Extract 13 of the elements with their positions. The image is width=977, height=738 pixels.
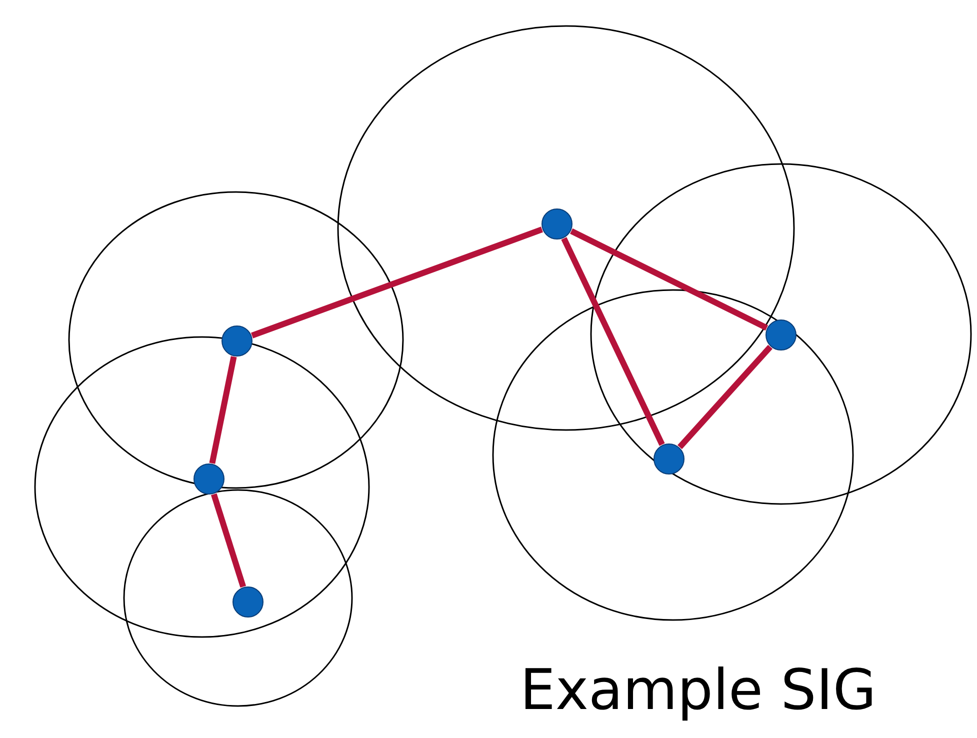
- node-dot: [232, 586, 264, 618]
- node-dot: [541, 208, 573, 240]
- edge-line: [209, 356, 237, 464]
- edge-line: [210, 493, 246, 588]
- node-dot: [193, 463, 225, 495]
- edge-line: [678, 344, 772, 450]
- edge-line: [570, 228, 768, 331]
- edge-line: [561, 237, 665, 446]
- title: Example SIG: [520, 660, 876, 722]
- node-dot: [653, 443, 685, 475]
- edge-line: [251, 226, 543, 338]
- node-dot: [221, 325, 253, 357]
- node-dot: [765, 319, 797, 351]
